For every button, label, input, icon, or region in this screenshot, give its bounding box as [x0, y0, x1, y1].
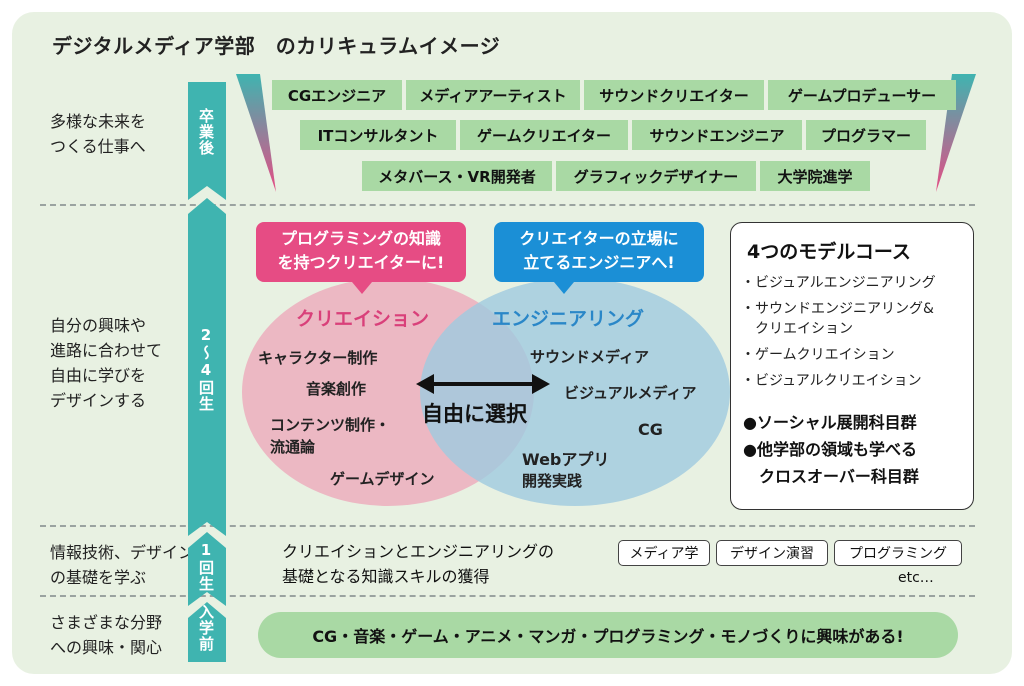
engineering-item: Webアプリ: [522, 450, 610, 469]
engineering-item: サウンドメディア: [530, 348, 649, 366]
model-course-item: ・サウンドエンジニアリング&: [741, 301, 934, 317]
funnel-right-decoration: [936, 74, 976, 192]
stage-segment-before: [188, 602, 226, 662]
arrow-head-right-icon: [532, 374, 550, 394]
subject-tag-design: デザイン演習: [716, 540, 828, 566]
career-tag: サウンドクリエイター: [584, 80, 764, 110]
career-tag: CGエンジニア: [272, 80, 402, 110]
row-divider: [40, 595, 975, 597]
model-courses-title: 4つのモデルコース: [747, 241, 911, 263]
subject-tag-media: メディア学: [618, 540, 710, 566]
engineering-item: 開発実践: [522, 472, 583, 490]
model-course-list: ・ビジュアルエンジニアリング ・サウンドエンジニアリング& クリエイション ・ゲ…: [741, 273, 936, 391]
engineering-item: CG: [638, 420, 663, 439]
year-1-text-line: クリエイションとエンジニアリングの: [282, 542, 555, 561]
stage-label-after: 卒業後: [197, 108, 215, 156]
desc-line: 多様な未来を: [50, 112, 147, 131]
model-course-item: ・ゲームクリエイション: [741, 347, 895, 363]
career-tag: ゲームクリエイター: [460, 120, 628, 150]
creation-item: 音楽創作: [306, 380, 367, 398]
row-divider: [40, 204, 975, 206]
bullet-item: ●ソーシャル展開科目群: [743, 413, 917, 432]
career-tag: プログラマー: [806, 120, 926, 150]
desc-line: 情報技術、デザイン: [50, 543, 195, 562]
bullet-item: ●他学部の領域も学べる: [743, 440, 917, 459]
before-entry-description: さまざまな分野 への興味・関心: [50, 610, 162, 660]
desc-line: 進路に合わせて: [50, 341, 163, 360]
arrow-head-left-icon: [416, 374, 434, 394]
etc-label: etc…: [898, 570, 934, 586]
stage-label-2-4: 2〜4回生: [197, 326, 215, 412]
desc-line: さまざまな分野: [50, 613, 163, 632]
creation-item: キャラクター制作: [258, 349, 378, 367]
callout-line: を持つクリエイターに!: [277, 253, 445, 272]
desc-line: デザインする: [50, 391, 147, 410]
free-choice-label: 自由に選択: [422, 402, 527, 426]
engineering-title: エンジニアリング: [492, 308, 645, 330]
engineering-circle: [420, 278, 730, 506]
callout-line: クリエイターの立場に: [519, 229, 679, 248]
year-1-text-line: 基礎となる知識スキルの獲得: [282, 567, 490, 586]
creation-item: コンテンツ制作・: [270, 416, 391, 434]
page-title: デジタルメディア学部 のカリキュラムイメージ: [52, 34, 501, 58]
creation-title: クリエイション: [296, 308, 430, 330]
interests-pill: CG・音楽・ゲーム・アニメ・マンガ・プログラミング・モノづくりに興味がある!: [258, 612, 958, 658]
bullet-item: クロスオーバー科目群: [743, 467, 919, 486]
stage-segment-1: [188, 532, 226, 606]
stage-segment-2-4: [188, 198, 226, 536]
career-tag: サウンドエンジニア: [632, 120, 802, 150]
career-tag: メディアアーティスト: [406, 80, 580, 110]
desc-line: つくる仕事へ: [50, 137, 146, 156]
engineering-item: ビジュアルメディア: [564, 384, 697, 402]
desc-line: 自分の興味や: [50, 316, 147, 335]
subject-tag-programming: プログラミング: [834, 540, 962, 566]
desc-line: 自由に学びを: [50, 366, 147, 385]
timeline-bar: [188, 82, 226, 662]
funnel-left-decoration: [236, 74, 276, 192]
stage-label-before: 入学前: [197, 604, 215, 652]
desc-line: の基礎を学ぶ: [50, 568, 147, 587]
callout-tail: [352, 282, 372, 294]
model-course-item: ・ビジュアルクリエイション: [741, 373, 922, 389]
creation-item: 流通論: [270, 438, 316, 456]
stage-segment-after: [188, 82, 226, 200]
year-1-text: クリエイションとエンジニアリングの 基礎となる知識スキルの獲得: [282, 539, 554, 589]
career-tag: メタバース・VR開発者: [362, 161, 552, 191]
stage-label-1: 1回生: [197, 541, 215, 592]
career-tag: ゲームプロデューサー: [768, 80, 956, 110]
callout-line: プログラミングの知識: [280, 229, 441, 248]
model-course-item: ・ビジュアルエンジニアリング: [741, 275, 936, 291]
desc-line: への興味・関心: [50, 638, 163, 657]
model-courses-box: 4つのモデルコース ・ビジュアルエンジニアリング ・サウンドエンジニアリング& …: [730, 222, 974, 510]
model-course-bullets: ●ソーシャル展開科目群 ●他学部の領域も学べる クロスオーバー科目群: [743, 409, 919, 490]
callout-engineer: クリエイターの立場に 立てるエンジニアへ!: [494, 222, 704, 294]
years-2-4-description: 自分の興味や 進路に合わせて 自由に学びを デザインする: [50, 313, 162, 413]
career-tag: 大学院進学: [760, 161, 870, 191]
creation-item: ゲームデザイン: [330, 470, 435, 488]
model-course-item: クリエイション: [741, 321, 853, 337]
callout-tail: [554, 282, 574, 294]
career-tag: グラフィックデザイナー: [556, 161, 756, 191]
row-divider: [40, 525, 975, 527]
callout-creator: プログラミングの知識 を持つクリエイターに!: [256, 222, 466, 294]
callout-line: 立てるエンジニアへ!: [523, 253, 675, 272]
after-graduation-description: 多様な未来を つくる仕事へ: [50, 109, 146, 159]
career-tag: ITコンサルタント: [300, 120, 456, 150]
year-1-description: 情報技術、デザイン の基礎を学ぶ: [50, 540, 194, 590]
venn-diagram: [242, 278, 730, 506]
